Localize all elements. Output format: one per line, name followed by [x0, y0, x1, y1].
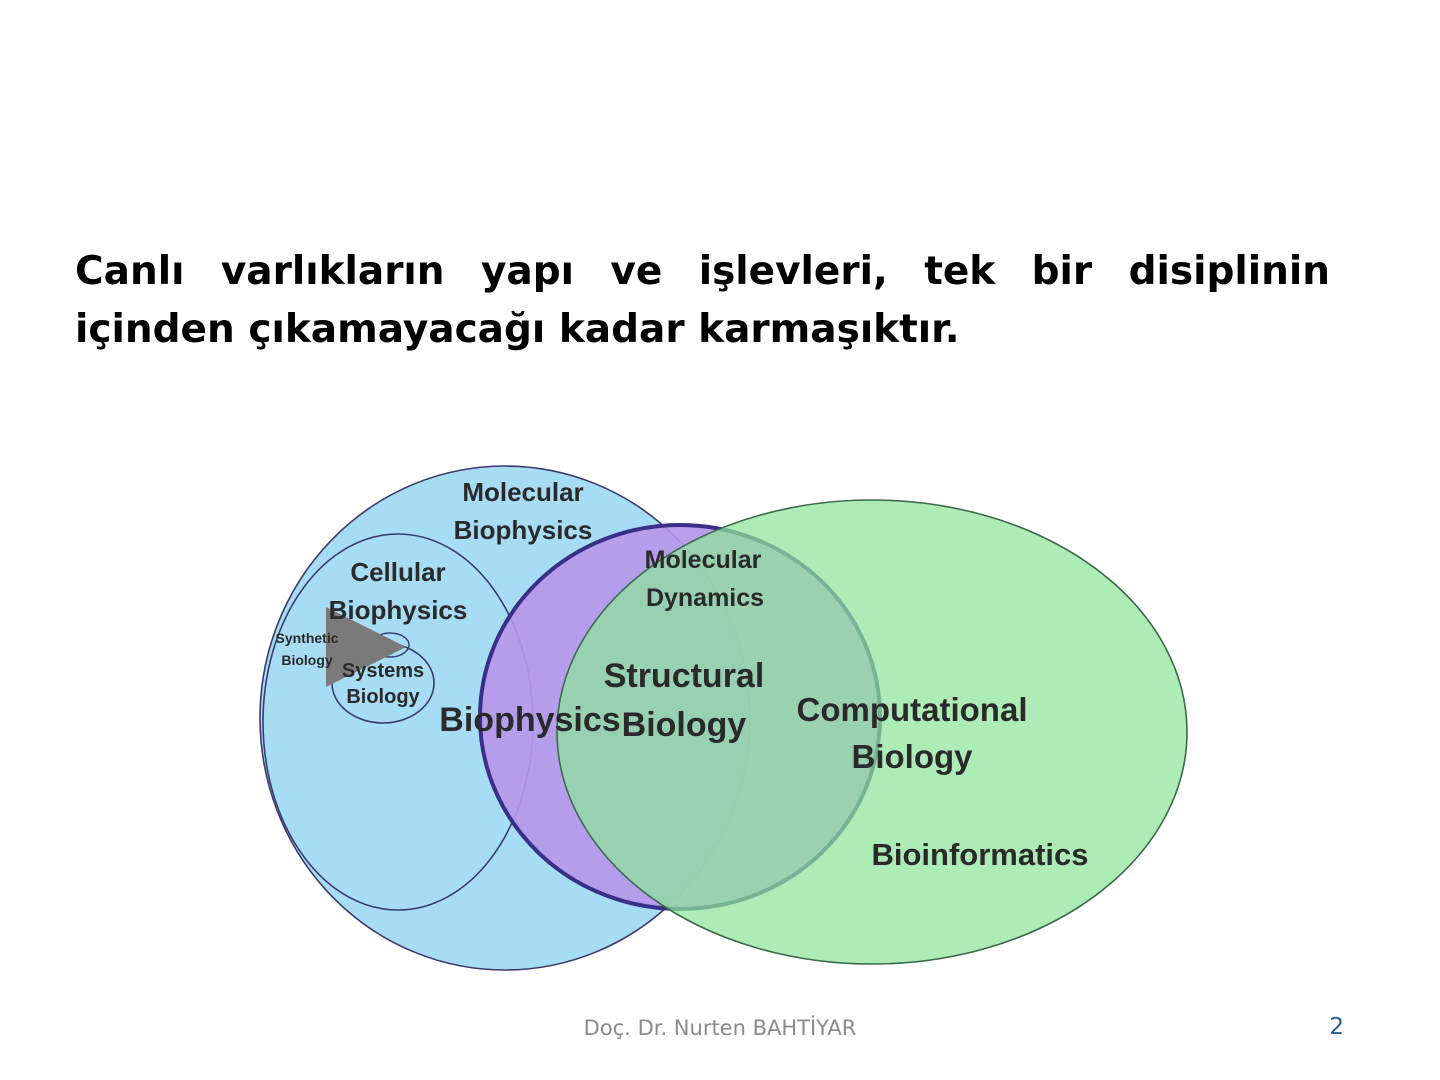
- footer-author: Doç. Dr. Nurten BAHTİYAR: [583, 1016, 857, 1040]
- label-computational-biology-2: Biology: [852, 738, 974, 775]
- label-synthetic-biology-1: Synthetic: [275, 630, 338, 646]
- label-computational-biology-1: Computational: [797, 691, 1028, 728]
- venn-diagram-svg: Molecular Biophysics Cellular Biophysics…: [259, 465, 1188, 971]
- slide-number: 2: [1329, 1014, 1344, 1040]
- label-biophysics: Biophysics: [439, 701, 620, 739]
- label-cellular-biophysics-1: Cellular: [350, 557, 445, 587]
- slide-heading: Canlı varlıkların yapı ve işlevleri, tek…: [75, 243, 1330, 359]
- label-synthetic-biology-2: Biology: [281, 652, 333, 668]
- heading-line-1: Canlı varlıkların yapı ve işlevleri, tek…: [75, 249, 1330, 294]
- label-molecular-dynamics-2: Dynamics: [646, 584, 764, 612]
- label-molecular-dynamics-1: Molecular: [645, 546, 762, 574]
- label-systems-biology-2: Biology: [346, 686, 420, 708]
- heading-line-2: içinden çıkamayacağı kadar karmaşıktır.: [75, 307, 960, 352]
- label-cellular-biophysics-2: Biophysics: [329, 595, 468, 625]
- venn-diagram: Molecular Biophysics Cellular Biophysics…: [250, 455, 1210, 985]
- label-structural-biology-2: Biology: [622, 706, 747, 744]
- label-molecular-biophysics-2: Biophysics: [454, 515, 593, 545]
- label-molecular-biophysics-1: Molecular: [462, 477, 583, 507]
- label-bioinformatics: Bioinformatics: [871, 837, 1088, 872]
- label-systems-biology-1: Systems: [342, 660, 424, 682]
- computational-biology-circle: [556, 499, 1188, 965]
- label-structural-biology-1: Structural: [604, 657, 765, 695]
